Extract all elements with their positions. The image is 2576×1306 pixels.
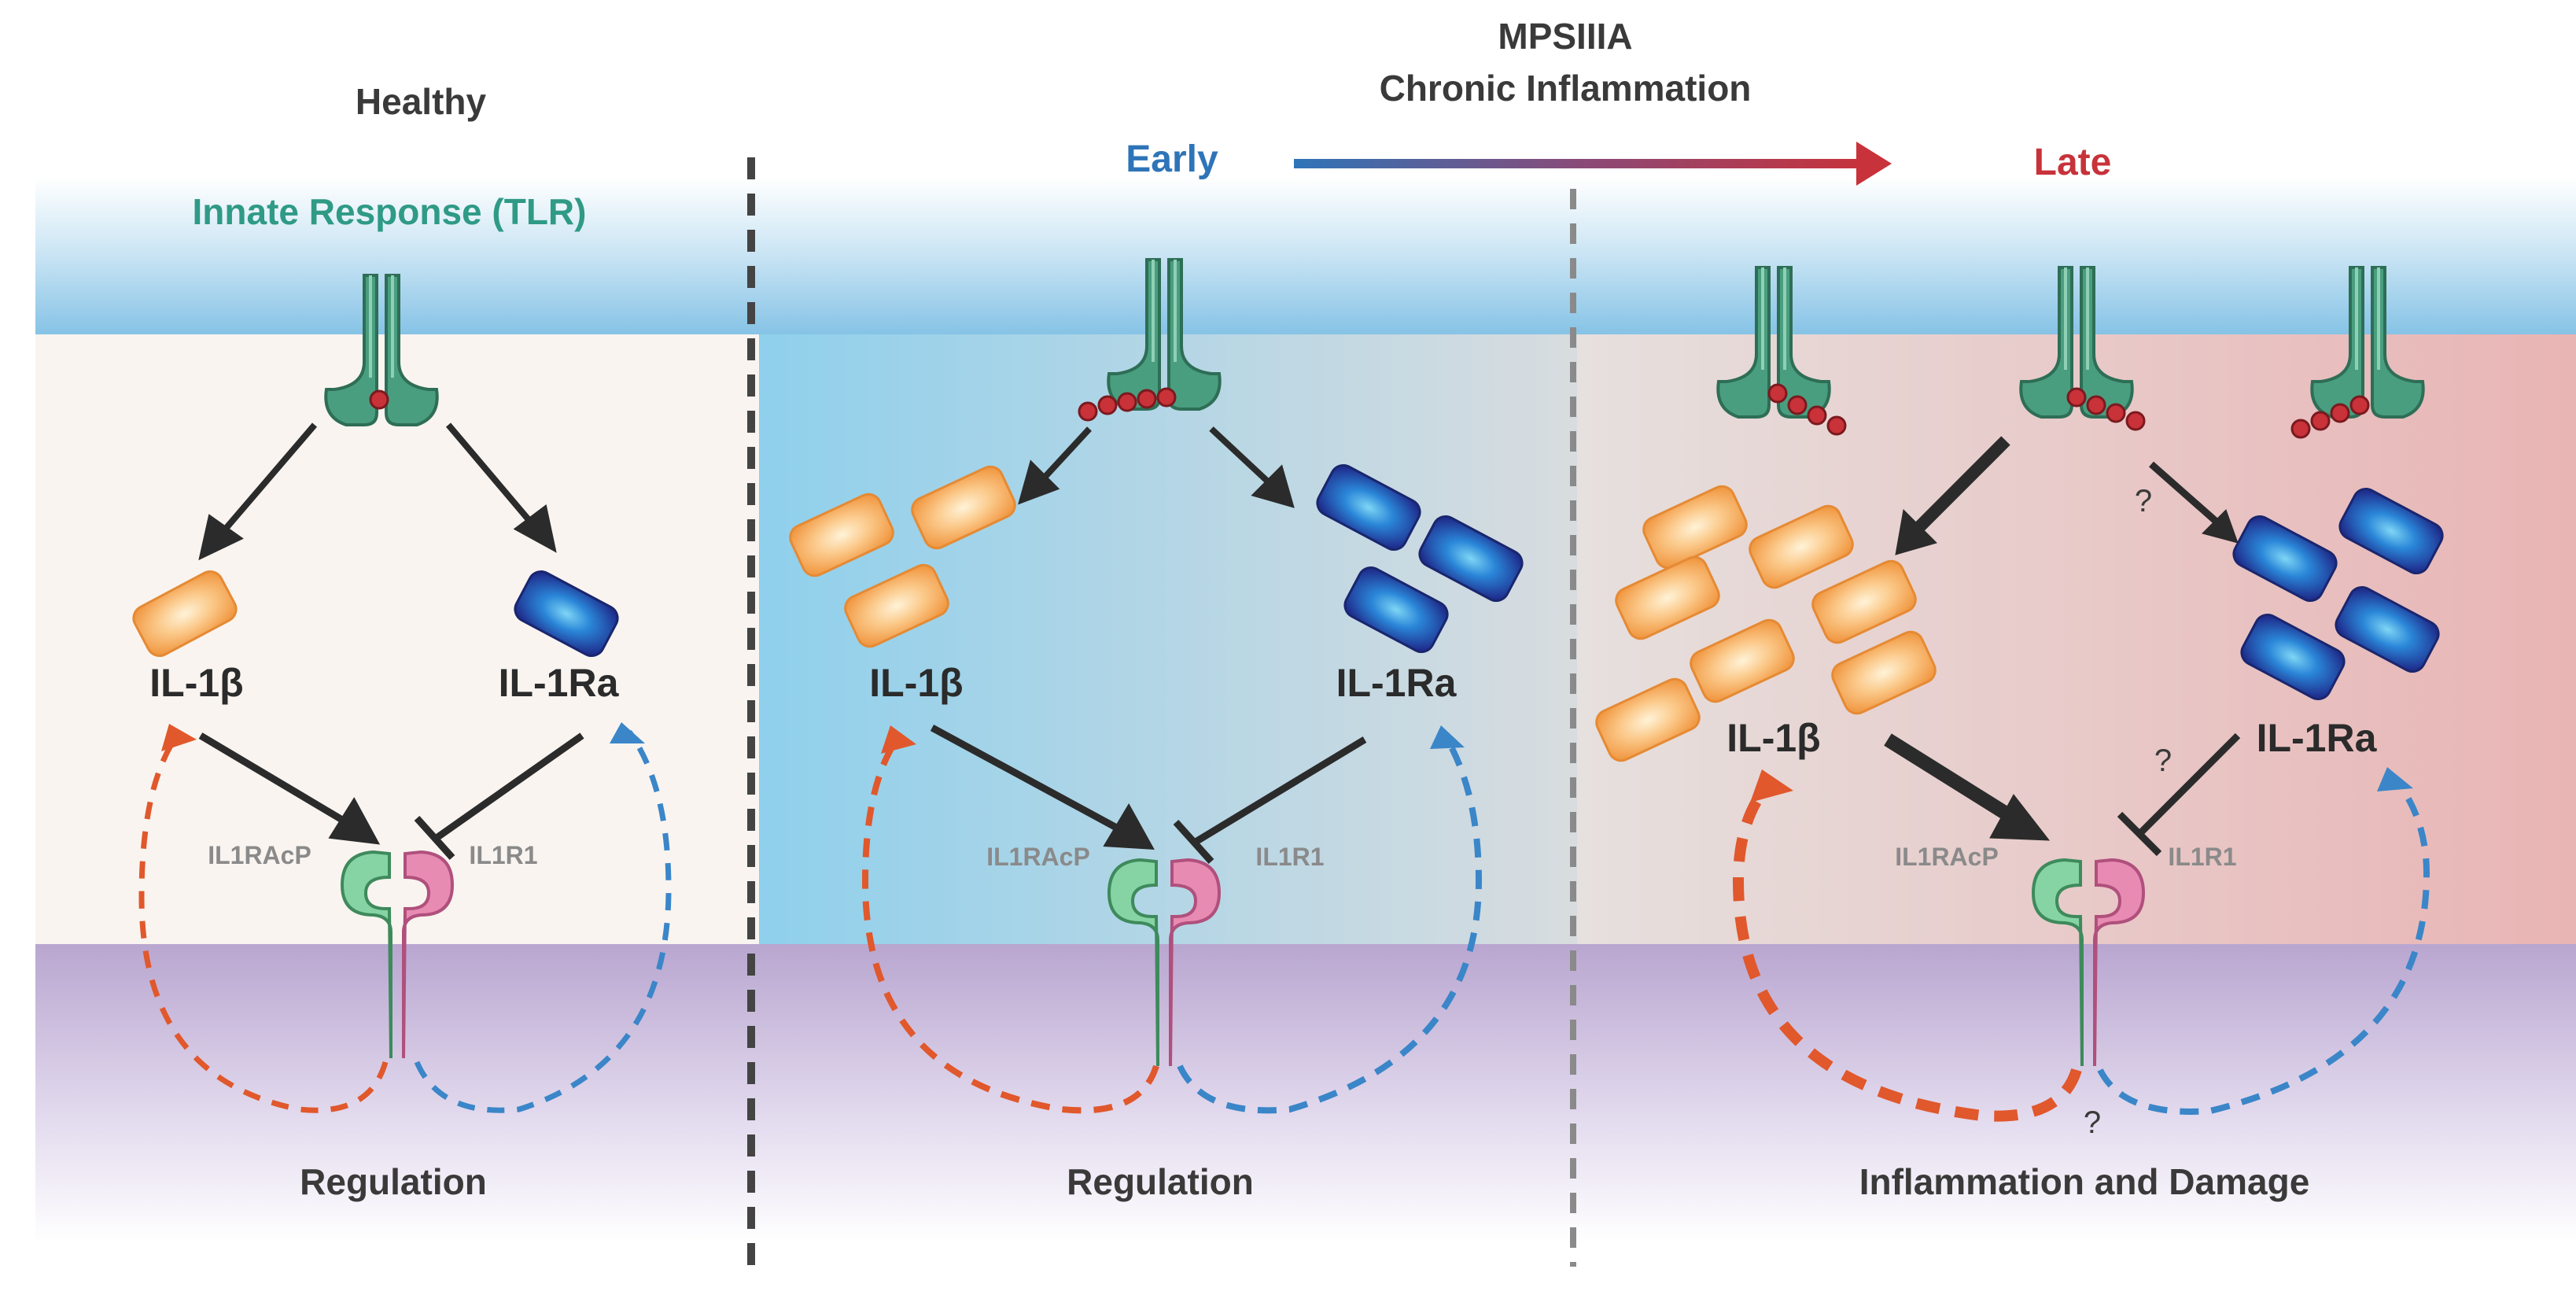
condition-title: Chronic Inflammation (1380, 68, 1752, 109)
il1b-label-early: IL-1β (869, 661, 963, 705)
background-bands (35, 177, 2576, 1243)
il1ra-label-early: IL-1Ra (1336, 661, 1458, 705)
tlr-subtitle: Innate Response (TLR) (193, 191, 587, 232)
progression-arrow-icon (1294, 142, 1892, 186)
il1ra-label-late: IL-1Ra (2257, 716, 2378, 760)
healthy-title: Healthy (356, 81, 487, 122)
question-mark-upper: ? (2135, 484, 2152, 518)
early-panel: IL-1β IL-1Ra IL1RAcP IL1R1 Regulation (784, 258, 1528, 1202)
late-stage-label: Late (2034, 142, 2112, 183)
il1b-label-late: IL-1β (1727, 716, 1820, 760)
disease-title: MPSIIIA (1498, 16, 1632, 57)
il1r1-label-late: IL1R1 (2168, 843, 2236, 871)
feedback-loop-orange (138, 734, 389, 1113)
early-outcome: Regulation (1067, 1161, 1254, 1202)
healthy-outcome: Regulation (300, 1161, 487, 1202)
il1racp-label-early: IL1RAcP (986, 843, 1090, 871)
il1b-label: IL-1β (149, 661, 243, 705)
feedback-loop-blue-early (1177, 738, 1483, 1114)
feedback-loop-blue (414, 729, 672, 1113)
late-panel: ? IL-1β IL-1Ra ? IL1RAcP IL1R1 ? Inflamm… (1590, 266, 2449, 1202)
early-stage-label: Early (1126, 138, 1218, 180)
il1ra-label: IL-1Ra (499, 661, 620, 705)
feedback-loop-blue-late (2097, 777, 2430, 1115)
feedback-loop-orange-late (1732, 779, 2082, 1122)
late-outcome: Inflammation and Damage (1859, 1161, 2310, 1202)
question-mark-lower: ? (2084, 1105, 2101, 1140)
il1racp-label-late: IL1RAcP (1895, 843, 1999, 871)
il1r1-label-early: IL1R1 (1255, 843, 1324, 871)
question-mark-middle: ? (2154, 743, 2172, 778)
healthy-panel: IL-1β IL-1Ra IL1RAcP IL1R1 Regulation (127, 274, 672, 1202)
il1racp-label: IL1RAcP (208, 841, 311, 869)
il1r1-label: IL1R1 (469, 841, 537, 869)
feedback-loop-orange-early (861, 737, 1159, 1114)
